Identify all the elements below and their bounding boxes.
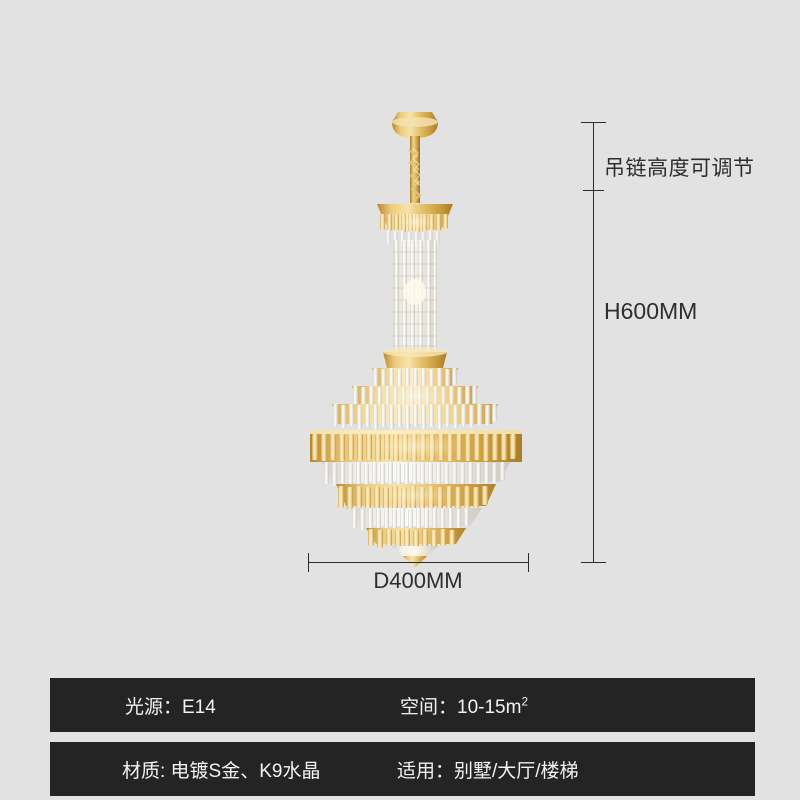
height-tick-bottom [581, 562, 606, 563]
body-tier-3 [332, 404, 498, 429]
chandelier-illustration [310, 112, 522, 568]
height-label: H600MM [604, 298, 698, 324]
spec-bar-light-source: 光源：E14 空间：10-15m2 [50, 678, 755, 732]
spec-room-area: 空间：10-15m2 [400, 692, 528, 719]
height-tick-middle [583, 190, 604, 191]
spec-light-source: 光源：E14 [125, 696, 216, 718]
body-tier-8 [366, 528, 466, 549]
spec-material: 材质: 电镀S金、K9水晶 [122, 760, 321, 782]
body-widest-ring [310, 430, 522, 462]
diameter-tick-left [308, 553, 309, 572]
chandelier-body [310, 347, 522, 568]
diameter-dimension-line [308, 562, 528, 563]
height-tick-top [581, 122, 606, 123]
diameter-tick-right [528, 553, 529, 572]
body-tier-7 [350, 508, 482, 531]
spec-room-area-sup: 2 [521, 695, 528, 709]
suspension-rod [408, 145, 422, 203]
body-tier-2 [352, 382, 478, 410]
height-dimension-line [593, 122, 594, 562]
body-tier-5 [322, 462, 510, 487]
ceiling-canopy [392, 112, 438, 146]
chain-adjustable-label: 吊链高度可调节 [604, 157, 755, 180]
spec-bar-material: 材质: 电镀S金、K9水晶 适用：别墅/大厅/楼梯 [50, 742, 755, 796]
diameter-label: D400MM [373, 568, 463, 593]
body-tier-6 [336, 483, 496, 511]
spec-room-area-text: 空间：10-15m [400, 696, 522, 718]
spec-application: 适用：别墅/大厅/楼梯 [397, 760, 579, 782]
crystal-column [389, 240, 441, 352]
bottom-finial [392, 545, 438, 568]
